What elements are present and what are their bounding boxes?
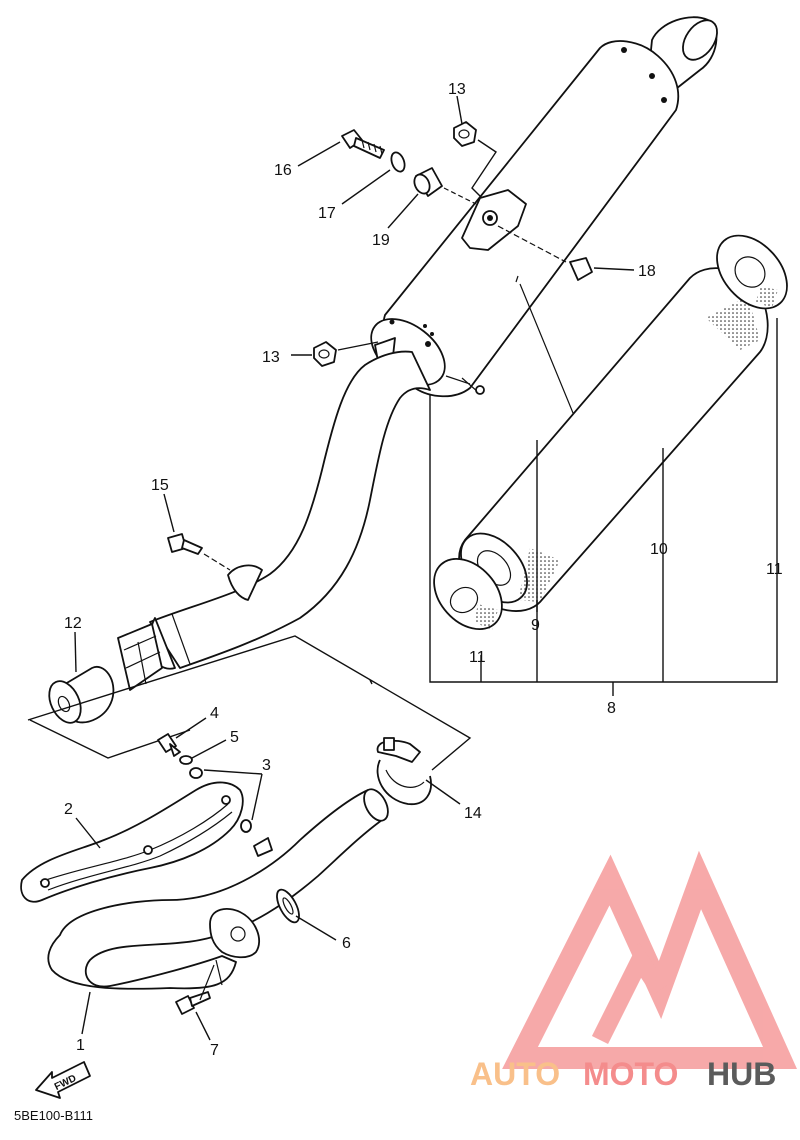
pipe-collet bbox=[117, 623, 163, 691]
callout-12: 12 bbox=[64, 615, 82, 632]
gasket-left bbox=[433, 557, 503, 631]
gasket-6 bbox=[276, 888, 300, 924]
gasket-right bbox=[716, 234, 788, 310]
pipe-flange bbox=[209, 908, 261, 959]
automotohub-logo-icon bbox=[502, 850, 798, 1069]
bolt-7 bbox=[175, 959, 223, 1015]
callout-8: 8 bbox=[607, 700, 616, 717]
callout-6: 6 bbox=[342, 935, 351, 952]
callout-4: 4 bbox=[210, 705, 219, 722]
pipe-sleeve bbox=[48, 665, 115, 724]
callout-11-right: 11 bbox=[766, 561, 783, 578]
clamp-14 bbox=[376, 737, 432, 805]
callout-16: 16 bbox=[274, 162, 292, 179]
callout-19: 19 bbox=[372, 232, 390, 249]
automotohub-watermark: AUTO MOTO HUB bbox=[470, 850, 798, 1092]
collar-3b bbox=[240, 819, 252, 833]
nut-13-dashline bbox=[471, 139, 497, 197]
nut-13-upper bbox=[453, 121, 477, 147]
heat-protector bbox=[20, 781, 244, 903]
callout-18: 18 bbox=[638, 263, 656, 280]
watermark-moto: MOTO bbox=[583, 1056, 678, 1092]
callout-14: 14 bbox=[464, 805, 482, 822]
watermark-hub: HUB bbox=[707, 1056, 776, 1092]
callout-15: 15 bbox=[151, 477, 169, 494]
diagram-code: 5BE100-B111 bbox=[14, 1108, 93, 1123]
callout-3: 3 bbox=[262, 757, 271, 774]
callouts: 1 2 3 4 5 6 7 8 9 10 11 11 12 13 13 14 1… bbox=[64, 81, 783, 1059]
bolt-18 bbox=[497, 225, 593, 281]
callout-13-lower: 13 bbox=[262, 349, 280, 366]
washer-17 bbox=[390, 151, 406, 173]
callout-17: 17 bbox=[318, 205, 336, 222]
bolt-4 bbox=[157, 733, 181, 757]
callout-7: 7 bbox=[210, 1042, 219, 1059]
bolt-15 bbox=[167, 533, 231, 571]
silencer-insert bbox=[433, 234, 788, 631]
group-bracket-8 bbox=[429, 318, 778, 696]
callout-10: 10 bbox=[650, 541, 668, 558]
fwd-arrow-icon: FWD bbox=[35, 1061, 91, 1099]
washer-5 bbox=[179, 755, 193, 765]
callout-2: 2 bbox=[64, 801, 73, 818]
leader-lines bbox=[74, 95, 635, 1041]
callout-13-upper: 13 bbox=[448, 81, 466, 98]
nut-13-lower bbox=[313, 341, 337, 367]
watermark-auto: AUTO bbox=[470, 1056, 560, 1092]
mid-pipe bbox=[117, 350, 431, 691]
callout-5: 5 bbox=[230, 729, 239, 746]
front-exhaust-pipe bbox=[47, 788, 389, 990]
bolt-16 bbox=[341, 129, 385, 159]
collar-3a bbox=[189, 767, 203, 779]
callout-1: 1 bbox=[76, 1037, 85, 1054]
callout-11-left: 11 bbox=[469, 649, 486, 666]
callout-9: 9 bbox=[531, 617, 540, 634]
collar-19 bbox=[413, 167, 477, 205]
